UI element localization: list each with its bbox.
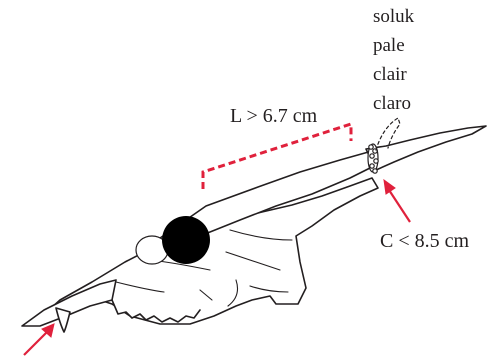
color-word-4: claro xyxy=(373,93,411,114)
circumference-label: C < 8.5 cm xyxy=(380,230,469,252)
skull-illustration xyxy=(22,118,486,332)
color-word-2: pale xyxy=(373,35,405,56)
canine-arrow xyxy=(24,324,54,355)
color-word-3: clair xyxy=(373,64,407,85)
snout xyxy=(22,280,116,326)
color-word-1: soluk xyxy=(373,6,415,27)
canine-tusk xyxy=(56,308,70,332)
circumference-arrow xyxy=(384,180,410,222)
length-label: L > 6.7 cm xyxy=(230,105,318,127)
eye-socket xyxy=(162,216,210,264)
